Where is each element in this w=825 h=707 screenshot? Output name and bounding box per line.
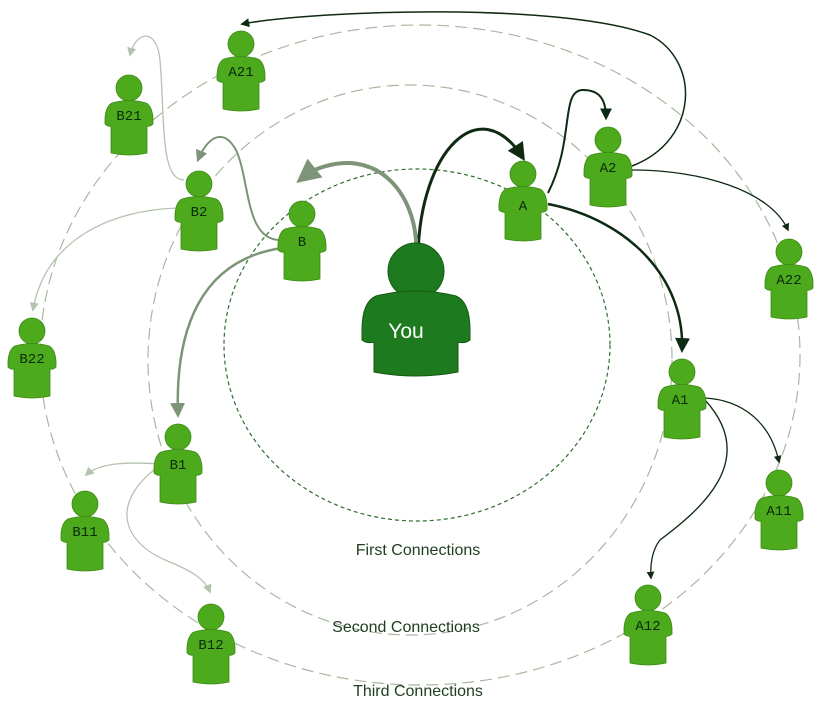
node-a12: A12 <box>623 584 673 666</box>
edge-b2-to-b22 <box>29 207 179 312</box>
node-b12: B12 <box>186 603 236 685</box>
node-b2: B2 <box>174 170 224 252</box>
edges-a-branch <box>240 11 789 580</box>
node-a: A <box>498 160 548 242</box>
svg-text:A22: A22 <box>776 273 801 289</box>
node-b1: B1 <box>153 423 203 505</box>
label-first-connections: First Connections <box>356 542 481 559</box>
node-a1: A1 <box>657 358 707 440</box>
node-a11: A11 <box>754 469 804 551</box>
svg-text:B1: B1 <box>170 458 187 474</box>
svg-text:A12: A12 <box>635 619 660 635</box>
svg-text:B: B <box>298 235 306 251</box>
ring-second <box>147 84 673 636</box>
label-third-connections: Third Connections <box>353 683 483 700</box>
node-b11: B11 <box>60 490 110 572</box>
edge-a-to-a1 <box>547 202 690 353</box>
edge-b2-to-b21 <box>127 35 185 181</box>
edge-a2-to-a21 <box>240 11 687 167</box>
node-a22: A22 <box>764 238 814 320</box>
node-b21: B21 <box>104 74 154 156</box>
edge-you-to-a <box>416 127 525 257</box>
svg-text:A11: A11 <box>766 504 791 520</box>
node-you: You <box>361 242 471 377</box>
edge-a1-to-a11 <box>704 397 782 464</box>
edge-b-to-b2 <box>195 136 281 241</box>
edge-b1-to-b12 <box>126 463 212 594</box>
node-b22: B22 <box>7 317 57 399</box>
node-a21: A21 <box>216 30 266 112</box>
edge-a1-to-a12 <box>646 399 728 580</box>
edge-b-to-b1 <box>170 246 283 418</box>
edge-you-to-b <box>296 158 419 257</box>
edge-b1-to-b11 <box>84 462 161 477</box>
ring-first <box>223 168 611 522</box>
you-label: You <box>388 320 423 343</box>
svg-text:B2: B2 <box>191 205 208 221</box>
node-a2: A2 <box>583 126 633 208</box>
edges-b-branch <box>29 35 419 594</box>
svg-text:B21: B21 <box>116 109 141 125</box>
label-second-connections: Second Connections <box>332 619 480 636</box>
svg-text:B11: B11 <box>72 525 97 541</box>
ring-labels: First Connections Second Connections Thi… <box>332 542 483 700</box>
svg-text:B12: B12 <box>198 638 223 654</box>
svg-text:B22: B22 <box>19 352 44 368</box>
node-b: B <box>277 200 327 282</box>
edge-a2-to-a22 <box>631 169 789 232</box>
people: A B A1 A2 B1 B2 A11 A12 A21 A22 B11 B12 … <box>7 30 814 685</box>
edge-a-to-a2 <box>547 88 612 194</box>
svg-text:A2: A2 <box>600 161 617 177</box>
svg-text:A21: A21 <box>228 65 253 81</box>
svg-text:A: A <box>519 199 528 215</box>
svg-text:A1: A1 <box>672 393 689 409</box>
